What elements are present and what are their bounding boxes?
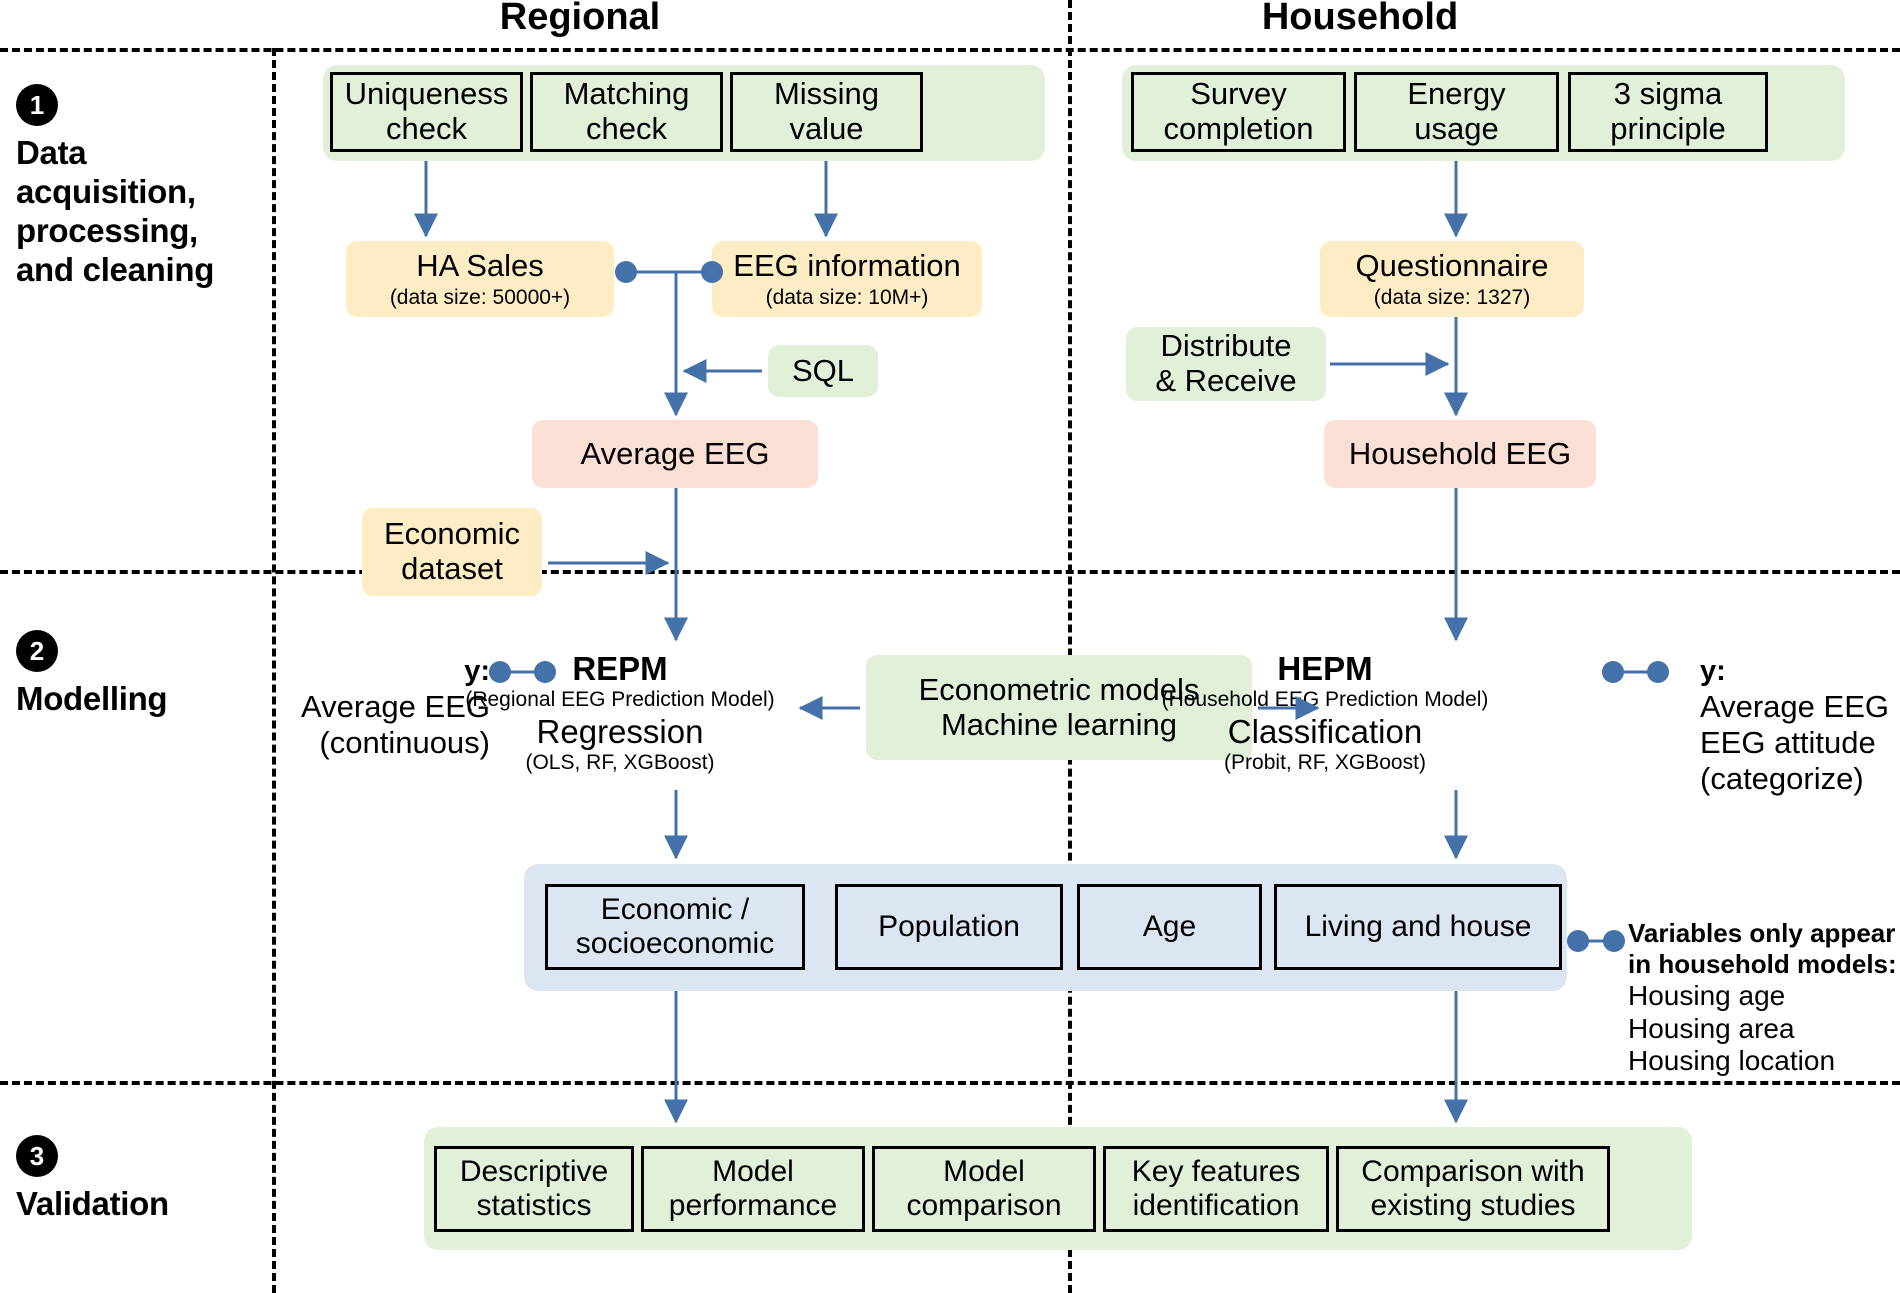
household-model-full-name: (Household EEG Prediction Model) — [1161, 688, 1489, 712]
household-model-algorithms: (Probit, RF, XGBoost) — [1224, 750, 1426, 774]
stage-3-title: Validation — [16, 1185, 169, 1222]
regional-checks-group — [323, 65, 1045, 161]
regional-eeg-information-subtitle: (data size: 10M+) — [765, 285, 929, 309]
regional-check-matching[interactable]: Matching check — [530, 72, 723, 152]
regional-target-label: y: — [464, 655, 490, 687]
household-check-survey-completion[interactable]: Survey completion — [1131, 72, 1346, 152]
stage-3-badge: 3 — [16, 1135, 58, 1177]
household-check-3-sigma-principle[interactable]: 3 sigma principle — [1568, 72, 1768, 152]
regional-ha-sales-title: HA Sales — [416, 247, 544, 283]
variable-economic-socioeconomic[interactable]: Economic / socioeconomic — [545, 884, 805, 970]
regional-check-uniqueness[interactable]: Uniqueness check — [330, 72, 523, 152]
household-questionnaire-node[interactable]: Questionnaire (data size: 1327) — [1320, 241, 1584, 317]
validation-descriptive-statistics[interactable]: Descriptive statistics — [434, 1146, 634, 1232]
household-target-line-2: EEG attitude — [1700, 724, 1876, 760]
stage-2-title: Modelling — [16, 680, 168, 717]
household-target-block: y: Average EEG EEG attitude (categorize) — [1700, 655, 1900, 796]
dot-household-note-left — [1567, 930, 1589, 952]
stage-1-title: Data acquisition, processing, and cleani… — [16, 134, 215, 288]
household-only-variables-note: Variables only appear in household model… — [1628, 918, 1900, 1078]
regional-target-line-2: (continuous) — [319, 724, 490, 760]
regional-model-task: Regression — [536, 712, 704, 750]
regional-model-block: REPM (Regional EEG Prediction Model) Reg… — [445, 650, 795, 775]
household-model-name: HEPM — [1277, 650, 1373, 687]
household-only-variable-3: Housing location — [1628, 1045, 1836, 1077]
household-check-energy-usage[interactable]: Energy usage — [1354, 72, 1559, 152]
divider-regional-household — [1068, 0, 1072, 1293]
household-checks-group — [1122, 65, 1845, 161]
methods-line-2: Machine learning — [940, 706, 1178, 742]
regional-eeg-information-title: EEG information — [733, 247, 961, 283]
regional-target-block: y: Average EEG (continuous) — [290, 655, 490, 761]
divider-stage-label-column — [272, 48, 276, 1293]
stage-1-badge: 1 — [16, 84, 58, 126]
household-model-block: HEPM (Household EEG Prediction Model) Cl… — [1145, 650, 1505, 775]
variable-population[interactable]: Population — [835, 884, 1063, 970]
household-questionnaire-title: Questionnaire — [1355, 247, 1549, 283]
dumbbell-dots — [489, 261, 1669, 952]
regional-ha-sales-subtitle: (data size: 50000+) — [389, 285, 571, 309]
household-only-variable-2: Housing area — [1628, 1012, 1795, 1044]
regional-ha-sales-node[interactable]: HA Sales (data size: 50000+) — [346, 241, 614, 317]
stage-2-badge: 2 — [16, 630, 58, 672]
regional-economic-dataset-node[interactable]: Economic dataset — [362, 508, 542, 596]
household-target-line-1: Average EEG — [1700, 688, 1889, 724]
divider-stage1-stage2 — [0, 570, 1900, 574]
stage-3: 3 Validation — [16, 1135, 266, 1224]
methods-node[interactable]: Econometric models Machine learning — [866, 655, 1252, 760]
validation-key-features-identification[interactable]: Key features identification — [1103, 1146, 1329, 1232]
validation-model-performance[interactable]: Model performance — [641, 1146, 865, 1232]
regional-model-full-name: (Regional EEG Prediction Model) — [465, 688, 775, 712]
validation-comparison-existing-studies[interactable]: Comparison with existing studies — [1336, 1146, 1610, 1232]
methods-line-1: Econometric models — [918, 671, 1200, 707]
regional-sql-node[interactable]: SQL — [768, 345, 878, 397]
regional-check-missing-value[interactable]: Missing value — [730, 72, 923, 152]
household-questionnaire-subtitle: (data size: 1327) — [1373, 285, 1531, 309]
household-only-variable-1: Housing age — [1628, 980, 1786, 1012]
household-target-label: y: — [1700, 655, 1726, 687]
divider-stage1-top — [0, 48, 1900, 52]
column-header-household: Household — [1261, 0, 1459, 38]
stage-1: 1 Data acquisition, processing, and clea… — [16, 84, 266, 290]
household-target-line-3: (categorize) — [1700, 760, 1864, 796]
regional-average-eeg-node[interactable]: Average EEG — [532, 420, 818, 488]
stage-2: 2 Modelling — [16, 630, 266, 719]
household-model-task: Classification — [1227, 712, 1423, 750]
regional-model-name: REPM — [572, 650, 668, 687]
column-header-regional: Regional — [499, 0, 661, 38]
household-only-variables-note-title: Variables only appear in household model… — [1628, 918, 1897, 980]
dot-ha-sales-junction — [615, 261, 637, 283]
regional-target-line-1: Average EEG — [301, 688, 490, 724]
dot-household-target-right — [1647, 661, 1669, 683]
household-distribute-receive-node[interactable]: Distribute & Receive — [1126, 327, 1326, 401]
validation-model-comparison[interactable]: Model comparison — [872, 1146, 1096, 1232]
household-eeg-node[interactable]: Household EEG — [1324, 420, 1596, 488]
regional-eeg-information-node[interactable]: EEG information (data size: 10M+) — [712, 241, 982, 317]
regional-model-algorithms: (OLS, RF, XGBoost) — [525, 750, 715, 774]
variable-age[interactable]: Age — [1077, 884, 1262, 970]
dot-household-target-left — [1602, 661, 1624, 683]
variable-living-and-house[interactable]: Living and house — [1274, 884, 1562, 970]
divider-stage2-stage3 — [0, 1081, 1900, 1085]
dot-household-note-right — [1603, 930, 1625, 952]
